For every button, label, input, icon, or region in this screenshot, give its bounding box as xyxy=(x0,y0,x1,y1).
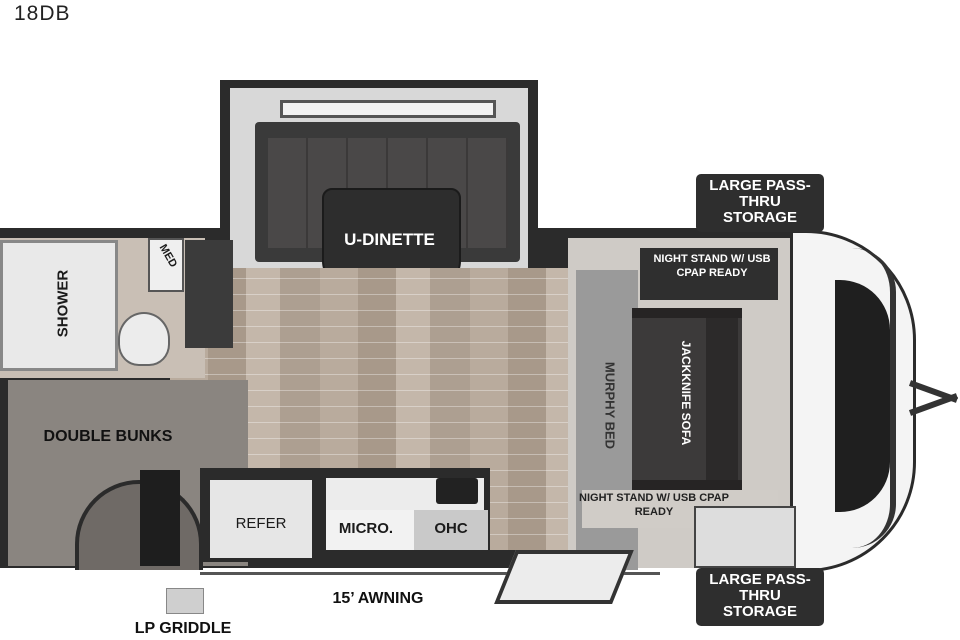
bunk-step xyxy=(140,470,180,566)
bath-wall xyxy=(185,240,233,348)
toilet xyxy=(118,312,170,366)
sofa-arm-bottom xyxy=(632,480,742,490)
awning-label: 15’ AWNING xyxy=(332,590,424,607)
refer xyxy=(210,480,312,558)
storage-top: LARGE PASS-THRU STORAGE xyxy=(696,174,824,232)
floorplan: U-DINETTE MURPHY BED JACKKNIFE SOFA NIGH… xyxy=(0,80,960,604)
sofa-arm-top xyxy=(632,308,742,318)
entry-steps xyxy=(494,550,634,604)
ohc-box xyxy=(414,510,488,550)
shower xyxy=(0,240,118,371)
front-stripe xyxy=(852,248,896,548)
front-cabinet xyxy=(694,506,796,568)
slideout-window xyxy=(280,100,496,118)
jackknife-sofa-label: JACKKNIFE SOFA xyxy=(679,340,693,446)
night-stand-top xyxy=(640,248,778,300)
micro-label: MICRO. xyxy=(338,520,394,537)
awning-line xyxy=(200,572,660,575)
refer-label: REFER xyxy=(235,515,287,532)
storage-top-label: LARGE PASS-THRU STORAGE xyxy=(709,177,811,226)
storage-bottom: LARGE PASS-THRU STORAGE xyxy=(696,568,824,626)
micro-box xyxy=(326,510,414,550)
sofa-back xyxy=(706,312,738,486)
med-cabinet xyxy=(148,238,184,292)
shower-label: SHOWER xyxy=(54,269,72,338)
lp-griddle-label: LP GRIDDLE xyxy=(134,620,232,637)
double-bunks-label: DOUBLE BUNKS xyxy=(43,428,173,445)
ohc-label: OHC xyxy=(434,520,468,537)
model-name: 18DB xyxy=(14,2,71,25)
lp-griddle-icon xyxy=(166,588,204,614)
night-stand-bottom-label: NIGHT STAND W/ USB CPAP READY xyxy=(579,492,729,518)
hitch-2 xyxy=(908,393,959,416)
u-dinette-label: U-DINETTE xyxy=(344,230,435,249)
stove xyxy=(436,478,478,504)
night-stand-top-label: NIGHT STAND W/ USB CPAP READY xyxy=(653,253,771,279)
storage-bottom-label: LARGE PASS-THRU STORAGE xyxy=(709,571,811,620)
murphy-bed-label: MURPHY BED xyxy=(602,361,618,450)
